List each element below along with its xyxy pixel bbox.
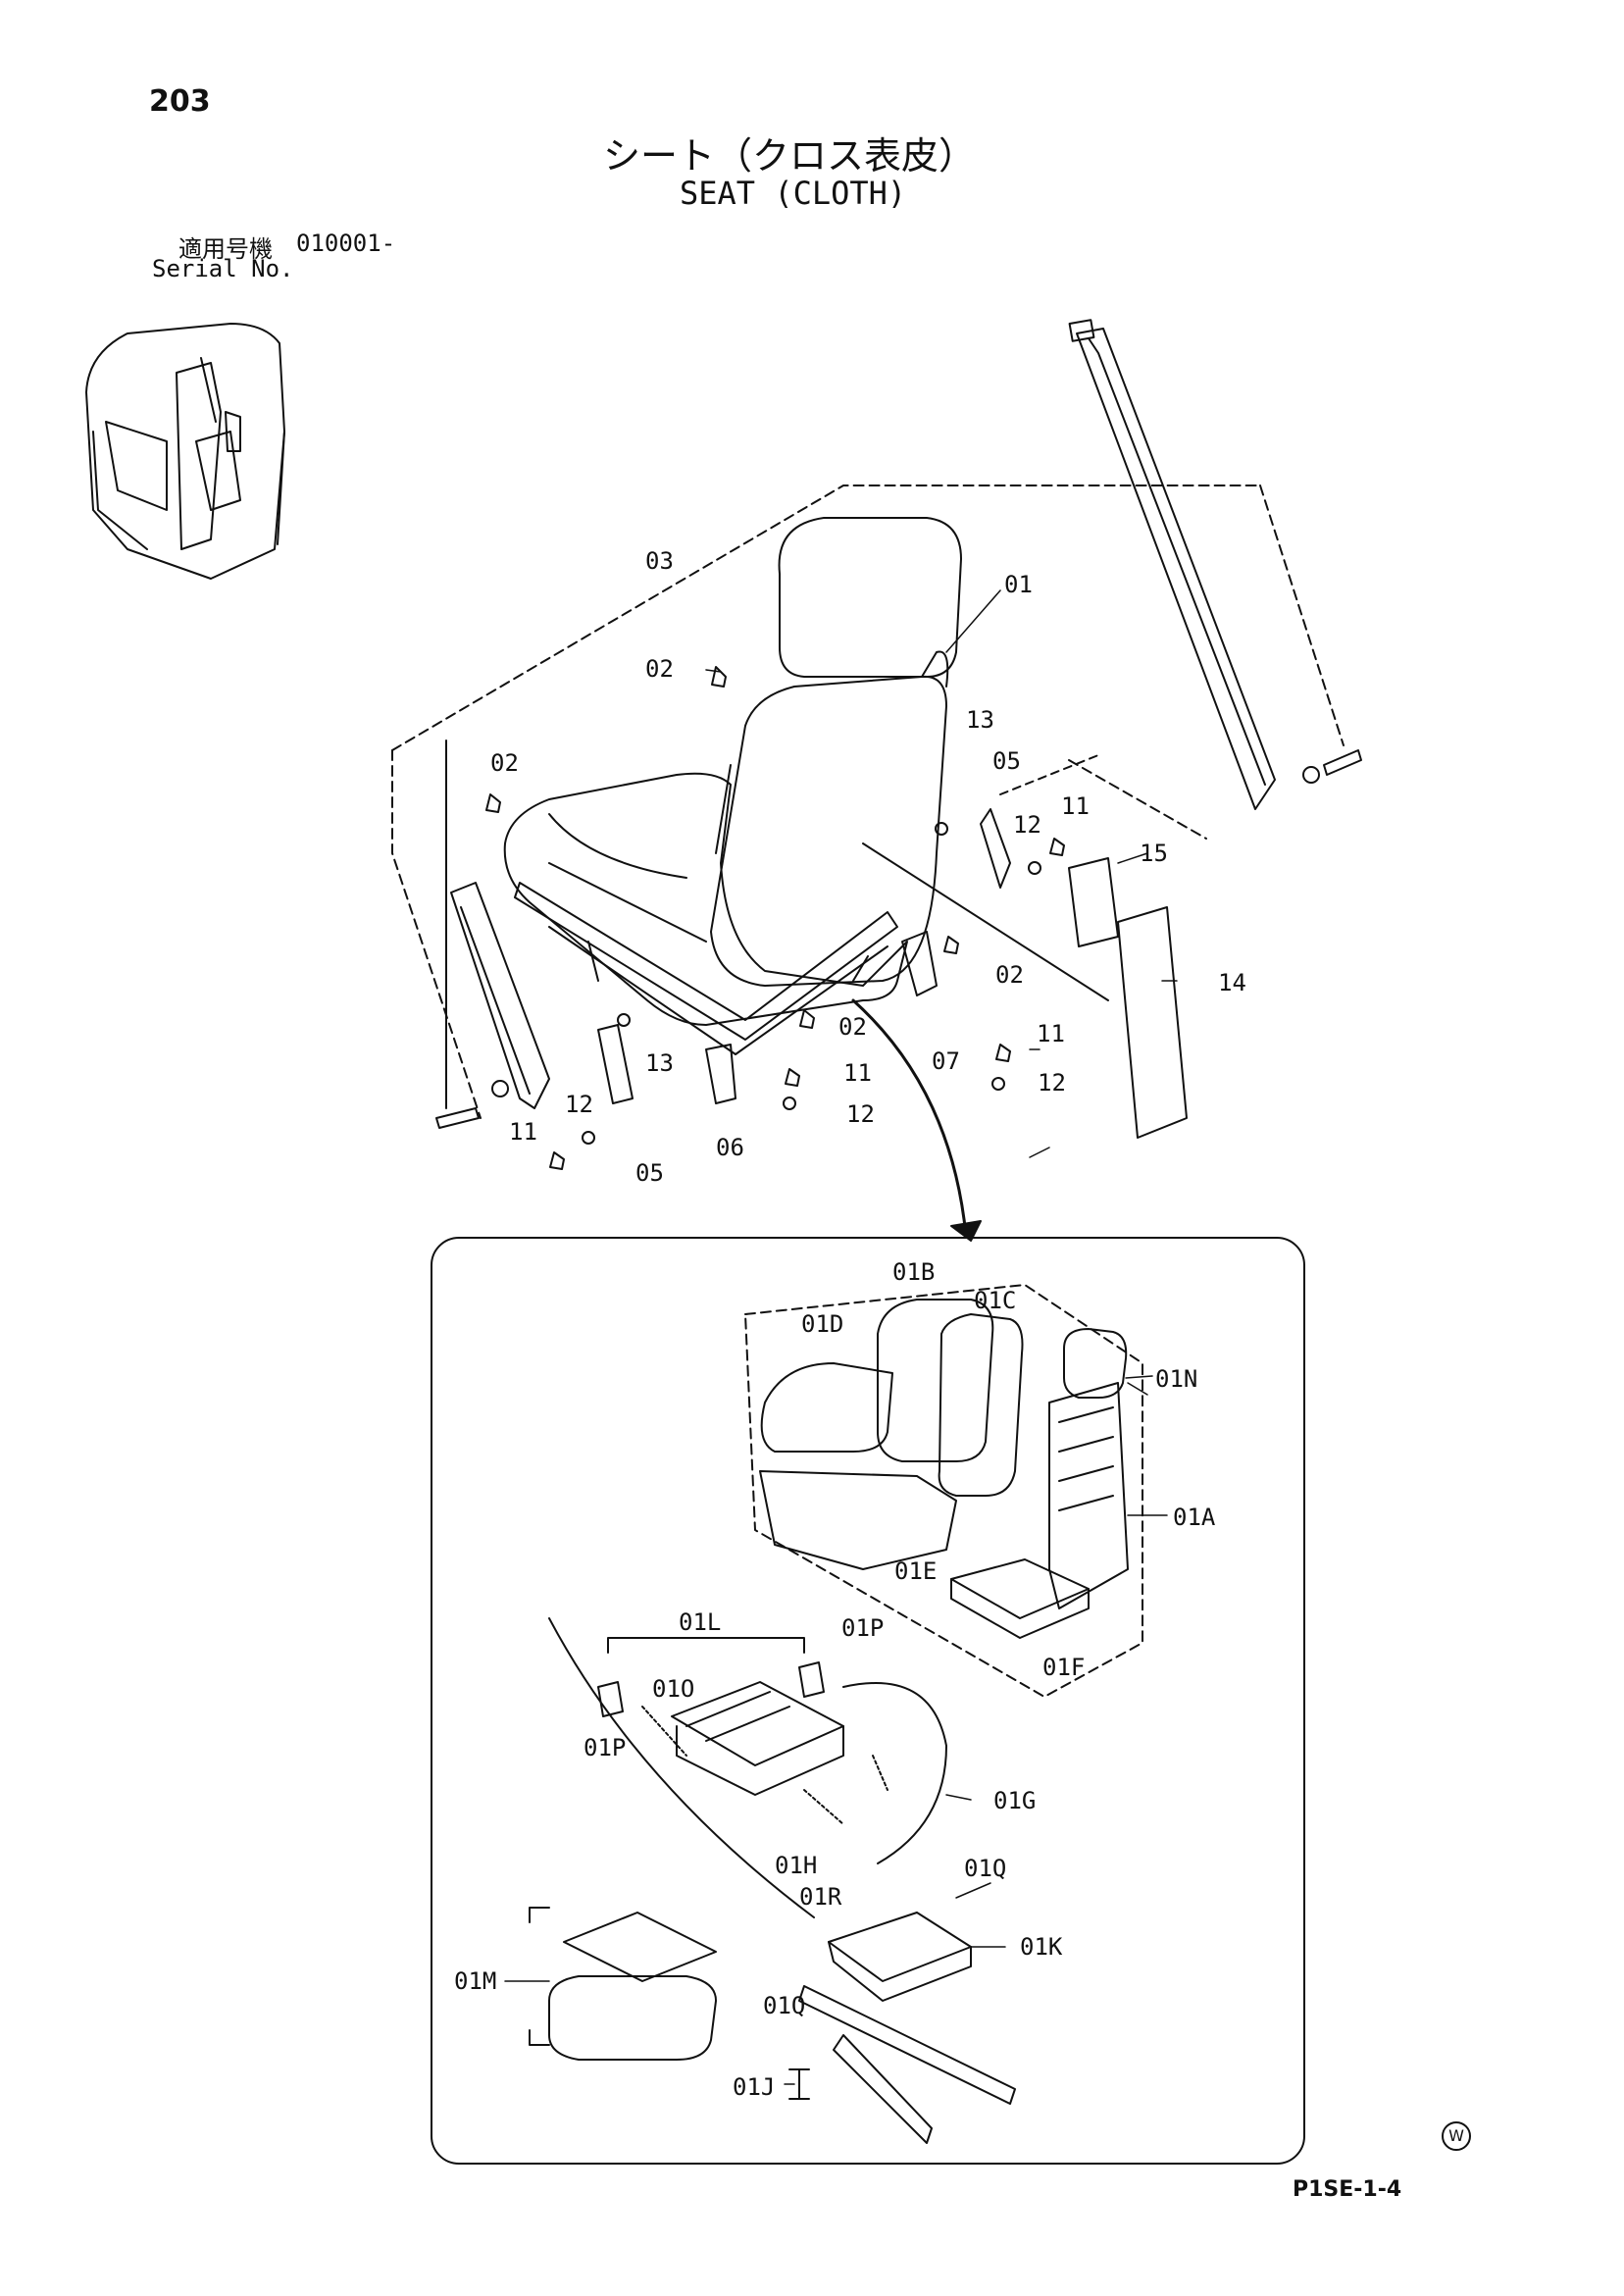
- stop-left: [597, 1681, 624, 1717]
- callout-01N: 01N: [1155, 1365, 1197, 1393]
- seat-cushion-01D: [760, 1362, 893, 1453]
- callout-01Q-top: 01Q: [964, 1855, 1006, 1882]
- callout-11-mid: 11: [1037, 1020, 1065, 1047]
- callout-01M: 01M: [454, 1967, 496, 1995]
- title-japanese: シート（クロス表皮）: [603, 134, 977, 178]
- callout-12-right: 12: [1013, 811, 1041, 839]
- headrest: [778, 517, 962, 678]
- backrest: [710, 675, 947, 987]
- bracket-07: [901, 931, 938, 996]
- fasteners: [485, 666, 1065, 1170]
- callout-07: 07: [932, 1047, 960, 1075]
- callout-01G: 01G: [993, 1787, 1036, 1814]
- callout-01O: 01O: [652, 1675, 694, 1703]
- callout-06: 06: [716, 1134, 744, 1161]
- suspension-01O: [671, 1681, 844, 1766]
- frame-01A: [1048, 1382, 1129, 1609]
- callout-02-left: 02: [490, 749, 519, 777]
- callout-13-right: 13: [966, 706, 994, 734]
- callout-12-center: 12: [846, 1100, 875, 1128]
- frame-01M-top: [563, 1912, 717, 1982]
- callout-05-right: 05: [992, 747, 1021, 775]
- rails-01K: [828, 1912, 972, 1982]
- callout-11-right: 11: [1061, 792, 1090, 820]
- spring-bottom: [803, 1789, 844, 1825]
- callout-11-center: 11: [843, 1059, 872, 1087]
- callout-01F: 01F: [1042, 1654, 1085, 1681]
- callout-01B: 01B: [892, 1258, 935, 1286]
- callout-15: 15: [1140, 840, 1168, 867]
- callout-05-left: 05: [635, 1159, 664, 1187]
- stop-right: [798, 1661, 825, 1698]
- back-panel: [1117, 906, 1188, 1139]
- callout-02-mid: 02: [995, 961, 1024, 989]
- watermark-circle-mark: W: [1442, 2121, 1471, 2151]
- callout-12-mid: 12: [1038, 1069, 1066, 1097]
- bracket-05-left: [597, 1024, 634, 1104]
- bracket-06: [705, 1044, 736, 1104]
- callout-01P-left: 01P: [584, 1734, 626, 1761]
- cab-location-icon: [85, 323, 285, 580]
- callout-13-left: 13: [645, 1049, 674, 1077]
- callout-01L: 01L: [679, 1608, 721, 1636]
- headrest-01N: [1063, 1328, 1128, 1399]
- cover-plate: [1068, 857, 1119, 947]
- slide-rail: [514, 882, 898, 1041]
- cable-01G: [842, 1682, 947, 1864]
- callout-11-left: 11: [509, 1118, 537, 1146]
- callout-02-top: 02: [645, 655, 674, 683]
- callout-01H: 01H: [775, 1852, 817, 1879]
- spring-left: [641, 1706, 687, 1757]
- frame-01M-bottom: [548, 1975, 717, 2061]
- callout-01A: 01A: [1173, 1504, 1216, 1531]
- callout-12-left: 12: [565, 1091, 593, 1118]
- bracket-05-right: [980, 808, 1011, 889]
- seat-back-01C: [938, 1313, 1024, 1497]
- figure-code: P1SE-1-4: [1293, 2177, 1402, 2202]
- callout-03: 03: [645, 547, 674, 575]
- seat-pad-01E: [759, 1470, 957, 1570]
- callout-01K: 01K: [1020, 1933, 1063, 1961]
- seat-cushion: [503, 772, 908, 1026]
- page-number: 203: [149, 84, 211, 119]
- callout-01E: 01E: [894, 1557, 937, 1585]
- detail-frame: [431, 1237, 1305, 2165]
- callout-01D: 01D: [801, 1310, 843, 1338]
- seat-back-01B: [877, 1299, 994, 1462]
- armrest-rail: [1076, 328, 1276, 810]
- callout-01Q-bottom: 01Q: [763, 1992, 805, 2019]
- serial-label-japanese: 適用号機: [178, 235, 273, 263]
- serial-value: 010001-: [296, 230, 396, 257]
- callout-01J: 01J: [733, 2073, 775, 2101]
- serial-label-english: Serial No.: [152, 255, 294, 282]
- callout-14: 14: [1218, 969, 1246, 996]
- left-armrest: [450, 882, 550, 1109]
- detail-arrow: [851, 998, 968, 1238]
- callout-01P-top: 01P: [841, 1614, 884, 1642]
- callout-01C: 01C: [974, 1287, 1016, 1314]
- title-english: SEAT (CLOTH): [680, 175, 907, 212]
- callout-01R: 01R: [799, 1883, 842, 1911]
- rod-01J: [798, 1985, 1016, 2105]
- spring-right: [872, 1755, 888, 1791]
- callout-02-bottom: 02: [838, 1013, 867, 1041]
- callout-01: 01: [1004, 571, 1033, 598]
